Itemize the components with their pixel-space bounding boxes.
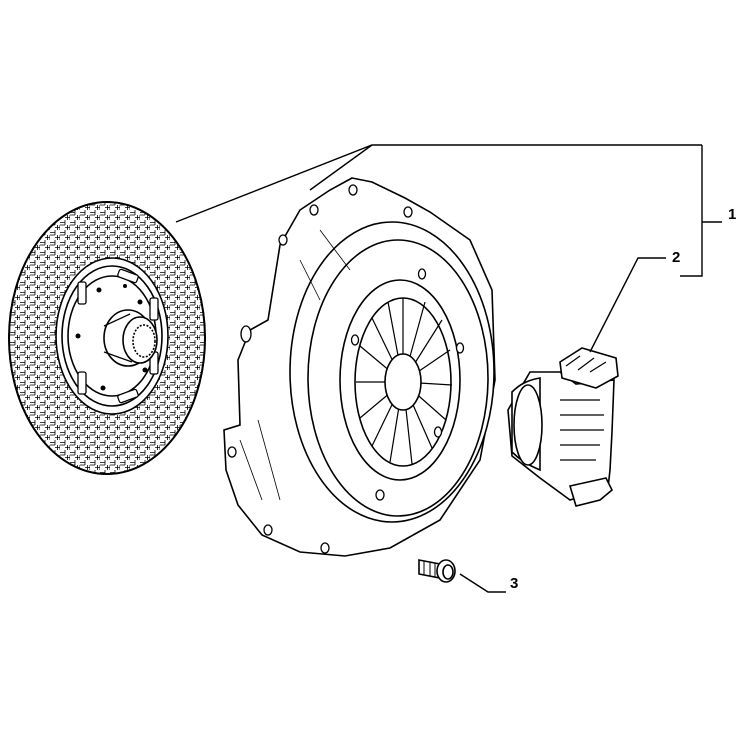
callout-label-1: 1 [728,206,737,223]
clutch-disc [8,201,206,475]
bolt [418,559,456,583]
callout-label-3: 3 [510,575,519,592]
leader-lines [175,144,722,593]
callout-label-2: 2 [672,249,681,266]
pressure-plate [223,177,496,557]
release-bearing [507,347,619,507]
